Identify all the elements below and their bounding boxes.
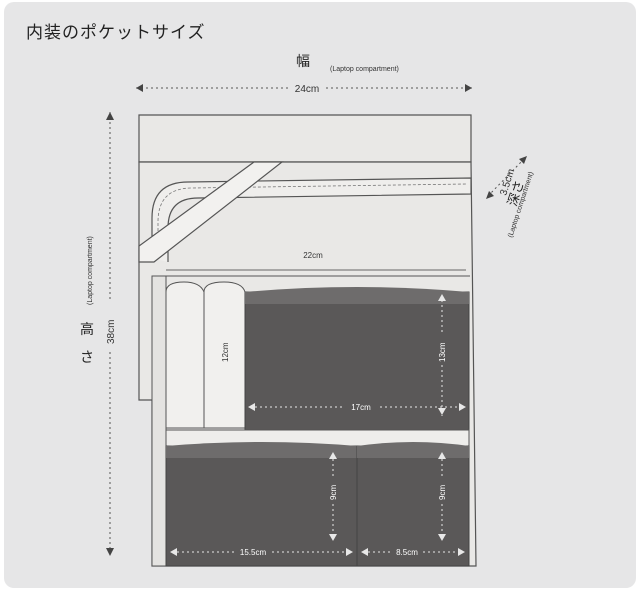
lower-right-arrow-right bbox=[458, 548, 465, 556]
page-title: 内装のポケットサイズ bbox=[26, 23, 206, 43]
lower-left-height: 9cm bbox=[329, 485, 338, 500]
height-label-2: さ bbox=[80, 350, 94, 366]
upper-pocket-arrow-bottom bbox=[438, 408, 446, 415]
lower-left-arrow-bottom bbox=[329, 534, 337, 541]
lower-right-width: 8.5cm bbox=[396, 548, 418, 557]
height-label-1: 高 bbox=[80, 321, 94, 338]
width-label: 幅 bbox=[296, 54, 310, 70]
width-sub-label: (Laptop compartment) bbox=[330, 66, 399, 73]
laptop-flap bbox=[151, 177, 472, 262]
upper-pocket-arrow-right bbox=[459, 403, 466, 411]
lower-right-arrow-top bbox=[438, 452, 446, 459]
upper-pocket-lip bbox=[245, 287, 469, 304]
lower-right-arrow-bottom bbox=[438, 534, 446, 541]
lower-right-height: 9cm bbox=[438, 485, 447, 500]
lower-right-pocket-lip bbox=[357, 442, 469, 458]
pen-holder-left bbox=[165, 281, 205, 429]
depth-dim-line bbox=[487, 157, 526, 197]
lower-right-arrow-left bbox=[361, 548, 368, 556]
lower-left-arrow-right bbox=[346, 548, 353, 556]
lower-left-pocket-lip bbox=[166, 442, 357, 458]
lower-right-height-bg bbox=[436, 478, 448, 504]
upper-pocket-arrow-left bbox=[248, 403, 255, 411]
width-arrow-left bbox=[136, 84, 143, 92]
diagonal-strap bbox=[138, 161, 284, 263]
lower-left-width-bg bbox=[236, 546, 270, 558]
inner-side-strip bbox=[151, 275, 167, 567]
height-arrow-top bbox=[106, 112, 114, 120]
width-arrow-right bbox=[465, 84, 472, 92]
lower-left-width: 15.5cm bbox=[240, 548, 267, 557]
height-value: 38cm bbox=[106, 320, 117, 344]
height-arrow-bottom bbox=[106, 548, 114, 556]
depth-arrow-low bbox=[486, 191, 494, 199]
height-sub-label: (Laptop compartment) bbox=[87, 236, 94, 305]
width-value: 24cm bbox=[295, 84, 319, 95]
pen-holder-height: 12cm bbox=[221, 342, 230, 362]
lower-right-width-bg bbox=[392, 546, 422, 558]
upper-pocket-height-bg bbox=[436, 332, 448, 364]
pen-holder-right bbox=[203, 281, 246, 429]
flap-stitch bbox=[157, 183, 467, 246]
upper-pocket-width: 17cm bbox=[351, 403, 371, 412]
lower-left-height-bg bbox=[327, 478, 339, 504]
lower-left-arrow-top bbox=[329, 452, 337, 459]
upper-pocket-width-bg bbox=[344, 401, 378, 413]
depth-arrow-high bbox=[519, 156, 527, 164]
inner-width-value: 22cm bbox=[303, 251, 323, 260]
lower-left-arrow-left bbox=[170, 548, 177, 556]
upper-pocket-height: 13cm bbox=[438, 342, 447, 362]
bag-top-band bbox=[138, 114, 472, 163]
upper-pocket-arrow-top bbox=[438, 294, 446, 301]
